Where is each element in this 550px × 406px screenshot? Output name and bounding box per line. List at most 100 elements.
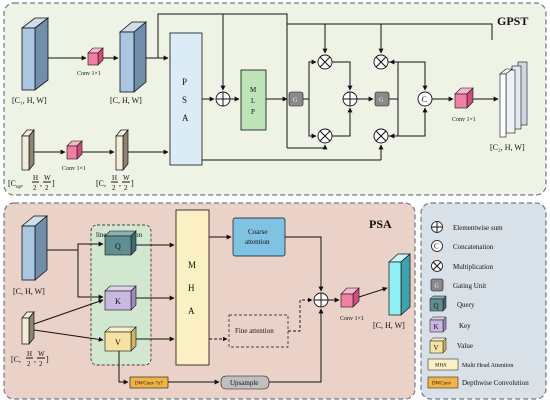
legend-item-query: Q Query [429, 295, 475, 312]
psa-q-label: Q [115, 242, 121, 251]
gpst-mlp-block [240, 69, 267, 131]
svg-text:V: V [434, 344, 439, 352]
legend-item-sum: Elementwise sum [431, 221, 503, 233]
svg-text:G: G [435, 284, 440, 290]
psa-output-label: [C, H, W] [373, 321, 405, 330]
gpst-psa-letter-s: S [182, 95, 187, 105]
svg-text:W: W [38, 350, 45, 358]
gpst-skip-input-label: [Cup, H 2 , W 2 ] [8, 174, 55, 192]
svg-text:2: 2 [39, 360, 43, 368]
legend-item-gate: G Gating Unit [430, 278, 486, 292]
gpst-conv-bottom [66, 140, 83, 160]
svg-text:Depthwise Convolution: Depthwise Convolution [462, 379, 529, 387]
gpst-mlp-letter-p: P [251, 108, 255, 116]
gpst-gate-1-label: G [293, 98, 298, 104]
psa-k-label: K [115, 297, 121, 306]
gpst-psa-block [169, 32, 203, 166]
svg-text:2: 2 [27, 360, 31, 368]
legend-item-dwconv: DWConv Depthwise Convolution [427, 376, 529, 389]
svg-text:Query: Query [457, 301, 475, 309]
gpst-conv-top [87, 47, 104, 66]
psa-conv [340, 287, 360, 308]
gpst-conv-top-label: Conv 1×1 [77, 71, 101, 77]
gpst-concat-label: C [422, 95, 427, 104]
psa-mha-letter-a: A [188, 306, 195, 316]
psa-v-label: V [115, 338, 121, 347]
psa-value-box [104, 326, 137, 352]
svg-text:]: ] [131, 179, 134, 188]
legend-item-key: K Key [429, 316, 471, 333]
svg-text:Value: Value [457, 342, 473, 350]
svg-text:2: 2 [124, 184, 128, 192]
psa-input-bottom [21, 311, 35, 345]
psa-key-box [104, 285, 137, 311]
psa-input-bottom-label: [C, H 2 , W 2 ] [11, 350, 49, 368]
legend-item-concat: C Concatenation [431, 240, 494, 252]
gpst-conv-out-label: Conv 1×1 [452, 117, 476, 123]
psa-mha-letter-m: M [188, 260, 196, 270]
psa-connectors [33, 234, 388, 385]
gpst-conv-bottom-label: Conv 1×1 [62, 166, 86, 172]
legend-item-value: V Value [429, 337, 473, 354]
svg-text:]: ] [52, 179, 55, 188]
psa-mha-block [175, 209, 210, 366]
svg-text:2: 2 [112, 184, 116, 192]
svg-text:Key: Key [459, 322, 471, 330]
svg-text:W: W [123, 174, 130, 182]
svg-text:[Cup,: [Cup, [8, 179, 23, 190]
gpst-gate-2-label: G [379, 98, 384, 104]
gpst-sum-1 [215, 91, 231, 107]
gpst-mlp-letter-m: M [250, 86, 257, 94]
psa-fine-attention-label: Fine attention [235, 327, 274, 335]
legend-item-mult: Multiplication [431, 260, 494, 272]
svg-text:C: C [434, 243, 439, 251]
gpst-skip-input [21, 129, 35, 171]
gpst-conv-out [454, 87, 474, 109]
gpst-mult-bottom-2 [373, 128, 389, 144]
gpst-skip-feature-label: [C, H 2 , W 2 ] [96, 174, 134, 192]
gpst-mult-bottom-1 [317, 128, 333, 144]
svg-text:[C,: [C, [11, 355, 21, 364]
svg-text:H: H [112, 174, 117, 182]
gpst-feature-label: [C, H, W] [110, 96, 142, 105]
svg-text:Gating Unit: Gating Unit [453, 282, 486, 290]
gpst-mult-top-2 [373, 54, 389, 70]
gpst-title: GPST [497, 14, 528, 28]
gpst-mlp-letter-l: L [251, 97, 255, 105]
psa-coarse-attention [232, 217, 286, 257]
gpst-psa-letter-a: A [182, 113, 189, 123]
gpst-output-label: [C₂, H, W] [490, 143, 525, 152]
gpst-input-label: [C₁, H, W] [12, 96, 47, 105]
psa-conv-label: Conv 1×1 [340, 316, 364, 322]
psa-upsample-label: Upsample [230, 379, 258, 387]
gpst-mult-top-1 [317, 54, 333, 70]
svg-text:2: 2 [45, 184, 49, 192]
svg-text:,: , [40, 179, 42, 188]
svg-text:,: , [119, 179, 121, 188]
psa-query-box [104, 230, 137, 256]
gpst-psa-letter-p: P [182, 77, 187, 87]
svg-text:H: H [33, 174, 38, 182]
svg-text:MHA: MHA [435, 364, 447, 369]
gpst-input-feature [20, 17, 50, 91]
svg-text:Q: Q [434, 302, 439, 310]
svg-text:Multiplication: Multiplication [453, 263, 494, 271]
psa-input-top [20, 215, 49, 281]
svg-text:2: 2 [33, 184, 37, 192]
svg-text:DWConv: DWConv [432, 382, 452, 387]
gpst-feature-slab [118, 21, 148, 93]
legend-panel [420, 202, 547, 400]
psa-dwconv-label: DWConv 7x7 [135, 382, 163, 387]
gpst-skip-feature [115, 129, 129, 171]
legend-item-mha: MHA Multi Head Attention [427, 358, 513, 371]
gpst-connectors [34, 13, 499, 161]
psa-input-top-label: [C, H, W] [13, 287, 45, 296]
psa-title: PSA [369, 217, 392, 231]
gpst-output-feature [499, 61, 528, 138]
svg-text:W: W [44, 174, 51, 182]
psa-sum [313, 292, 329, 308]
psa-coarse-line1: Coarse [248, 228, 267, 236]
svg-text:Elementwise sum: Elementwise sum [453, 224, 503, 232]
svg-text:[C,: [C, [96, 179, 106, 188]
